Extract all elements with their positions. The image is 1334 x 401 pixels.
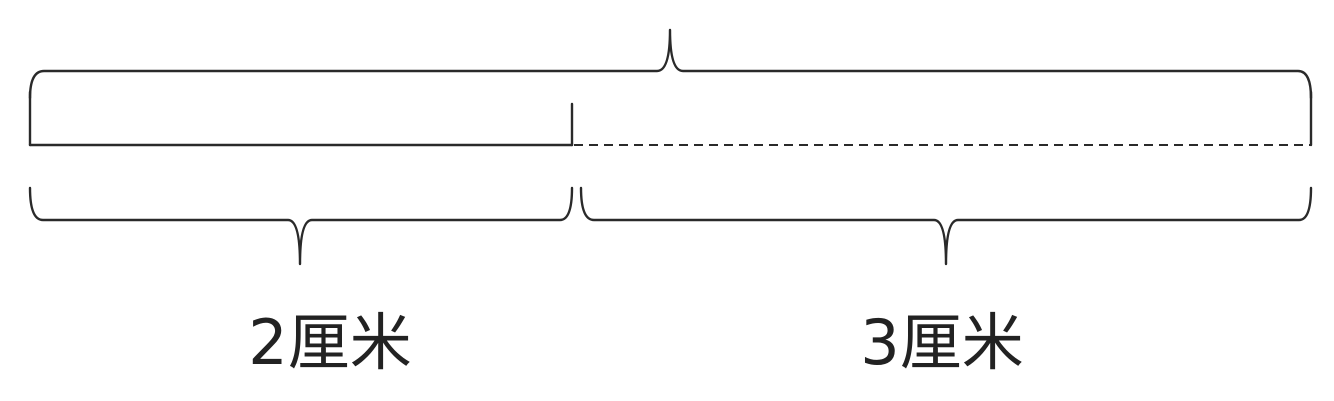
left-segment-label: 2厘米 xyxy=(248,306,411,379)
left-segment-brace xyxy=(28,186,574,266)
total-length-brace xyxy=(28,28,1313,100)
right-segment-brace xyxy=(579,186,1313,266)
right-segment-label: 3厘米 xyxy=(860,306,1023,379)
